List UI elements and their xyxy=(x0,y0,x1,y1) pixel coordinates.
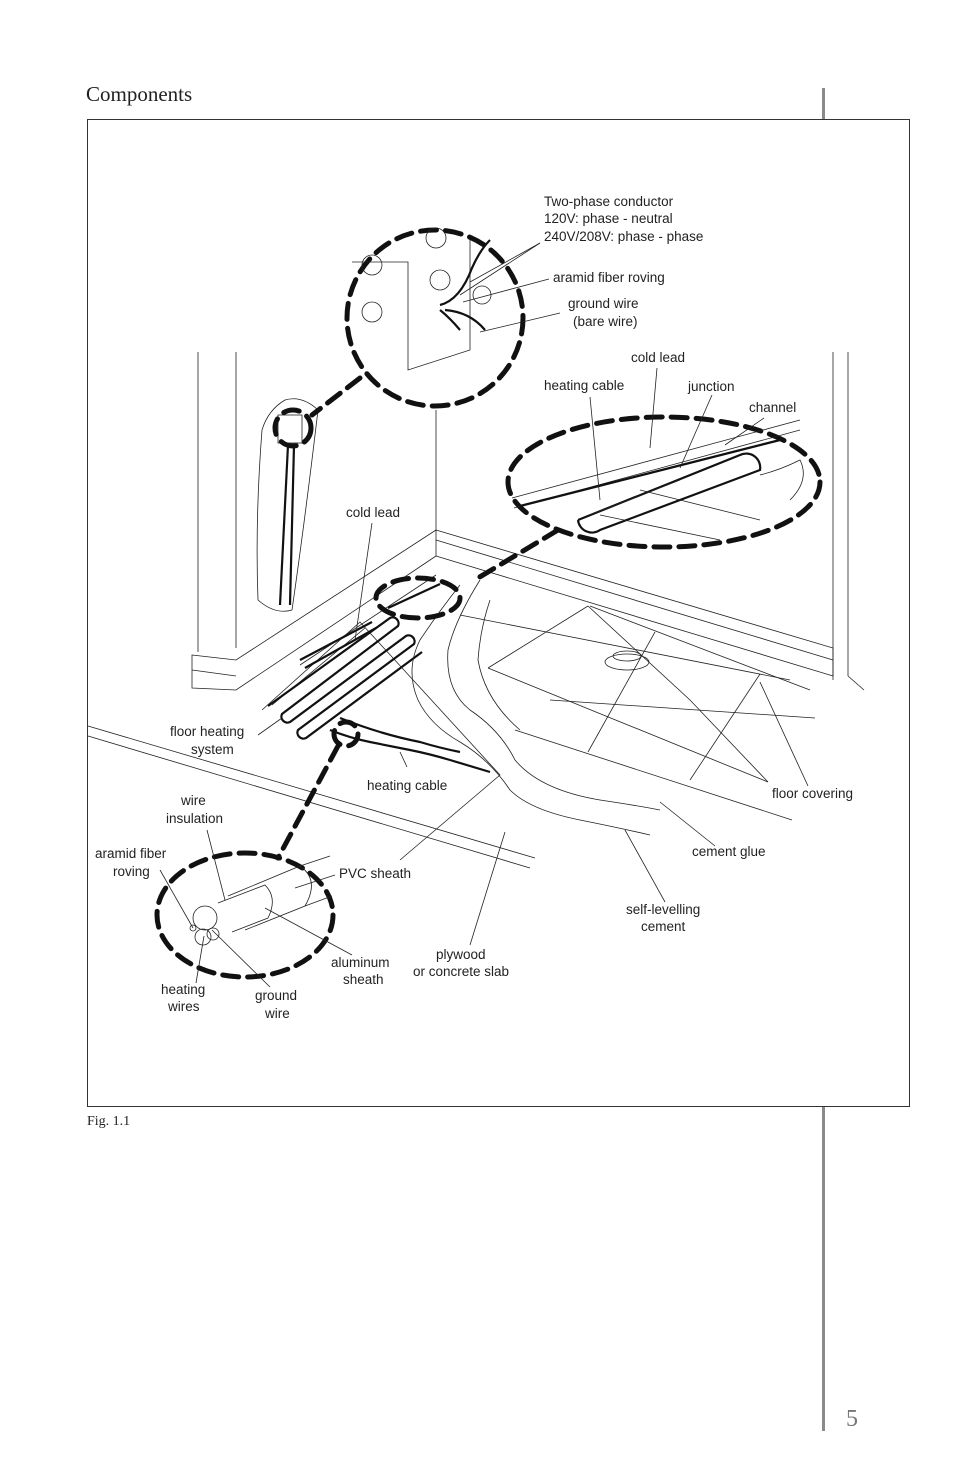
figure-caption: Fig. 1.1 xyxy=(87,1114,131,1129)
label-aluminum-sheath-1: aluminum xyxy=(331,955,390,970)
label-floor-covering: floor covering xyxy=(772,786,853,801)
label-cement-glue: cement glue xyxy=(692,844,766,859)
label-ground-wire-bottom-2: wire xyxy=(264,1006,290,1021)
label-two-phase-3: 240V/208V: phase - phase xyxy=(544,229,703,244)
label-aluminum-sheath-2: sheath xyxy=(343,972,384,987)
page-heading: Components xyxy=(86,82,193,106)
label-channel: channel xyxy=(749,400,796,415)
label-aramid-top: aramid fiber roving xyxy=(553,270,665,285)
floor-tiles xyxy=(459,605,816,821)
thermostat xyxy=(256,398,319,612)
margin-rule-bottom xyxy=(822,1107,825,1431)
label-junction: junction xyxy=(687,379,735,394)
label-wire-insulation-2: insulation xyxy=(166,811,223,826)
label-heating-wires-2: wires xyxy=(167,999,200,1014)
label-heating-cable-mid: heating cable xyxy=(367,778,447,793)
label-floor-heating-1: floor heating xyxy=(170,724,244,739)
label-heating-cable-top: heating cable xyxy=(544,378,624,393)
label-two-phase-2: 120V: phase - neutral xyxy=(544,211,673,226)
room-walls xyxy=(191,352,865,691)
label-aramid-left-1: aramid fiber xyxy=(95,846,167,861)
label-self-levelling-2: cement xyxy=(641,919,686,934)
page-number: 5 xyxy=(846,1406,858,1432)
label-ground-wire-top-1: ground wire xyxy=(568,296,639,311)
label-ground-wire-top-2: (bare wire) xyxy=(573,314,638,329)
margin-rule-top xyxy=(822,88,825,120)
label-plywood-2: or concrete slab xyxy=(413,964,509,979)
leader-lines xyxy=(159,242,809,988)
label-ground-wire-bottom-1: ground xyxy=(255,988,297,1003)
label-pvc-sheath: PVC sheath xyxy=(339,866,411,881)
label-aramid-left-2: roving xyxy=(113,864,150,879)
zoom-cable-section xyxy=(154,719,361,980)
label-cold-lead-left: cold lead xyxy=(346,505,400,520)
label-heating-wires-1: heating xyxy=(161,982,205,997)
label-cold-lead-top: cold lead xyxy=(631,350,685,365)
label-wire-insulation-1: wire xyxy=(180,793,206,808)
labels: Two-phase conductor 120V: phase - neutra… xyxy=(95,194,853,1021)
label-self-levelling-1: self-levelling xyxy=(626,902,700,917)
label-floor-heating-2: system xyxy=(191,742,234,757)
label-two-phase-1: Two-phase conductor xyxy=(544,194,674,209)
zoom-cold-lead-junction xyxy=(373,414,823,621)
zoom-junction-box xyxy=(272,227,526,449)
label-plywood-1: plywood xyxy=(436,947,486,962)
